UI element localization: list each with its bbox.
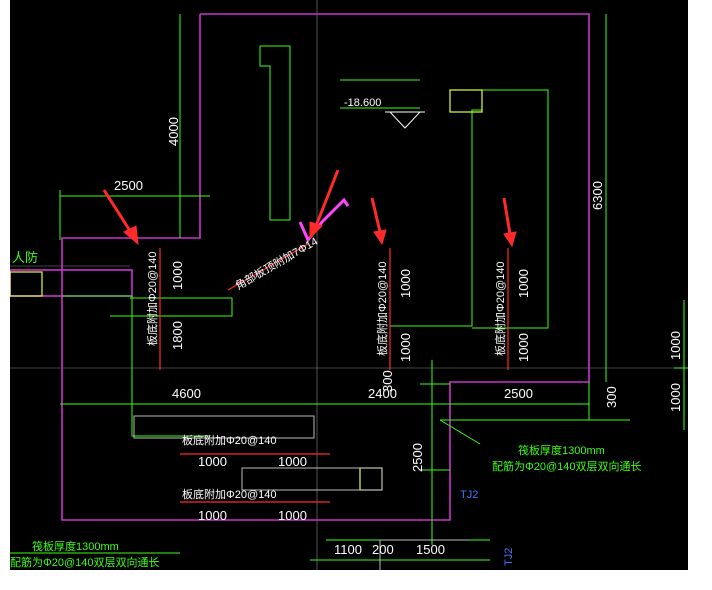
dim-300-a: 300 [380, 370, 395, 392]
dim-200: 200 [372, 542, 394, 557]
dimension-lines [10, 14, 688, 561]
dim-1000-a: 1000 [170, 261, 185, 290]
rebar-note-low-1: 板底附加Φ20@140 [182, 433, 277, 447]
dim-2500-mid: 2500 [504, 386, 533, 401]
dim-1000-low-d: 1000 [278, 508, 307, 523]
section-lines [159, 243, 509, 503]
dim-300-b: 300 [604, 386, 619, 408]
dim-1000-b: 1000 [398, 269, 413, 298]
dim-1000-d: 1000 [516, 269, 531, 298]
elevation-mark: -18.600 [344, 97, 381, 109]
raft-reinforcement-left: 配筋为Φ20@140双层双向通长 [10, 555, 160, 569]
magenta-check-stroke [298, 197, 350, 243]
dim-1000-low-c: 1000 [198, 508, 227, 523]
tag-tj2-a: TJ2 [460, 489, 478, 501]
raft-thickness-right: 筏板厚度1300mm [518, 443, 605, 457]
dim-4000: 4000 [166, 117, 181, 146]
lower-boxes [133, 415, 470, 570]
civil-defense-label: 人防 [12, 250, 38, 265]
red-pointer-arrow-icon [102, 169, 517, 248]
dim-1000-c: 1000 [398, 333, 413, 362]
dim-4600: 4600 [172, 386, 201, 401]
dim-1000-right-a: 1000 [668, 331, 683, 360]
rebar-note-left: 板底附加Φ20@140 [145, 251, 159, 346]
rebar-note-right: 板底附加Φ20@140 [493, 261, 507, 356]
dim-2400: 2400 [368, 386, 397, 401]
raft-thickness-left: 筏板厚度1300mm [32, 539, 119, 553]
raft-reinforcement-right: 配筋为Φ20@140双层双向通长 [492, 459, 642, 473]
dim-1100: 1100 [334, 542, 362, 557]
dim-2500-vert: 2500 [410, 443, 425, 472]
cad-drawing: -18.600 人防 2500 4000 6300 1000 1800 1000… [10, 0, 688, 570]
level-triangle-icon [388, 111, 422, 129]
dim-1000-low-b: 1000 [278, 454, 307, 469]
dim-1000-right-b: 1000 [668, 383, 683, 412]
tag-tj2-b: TJ2 [503, 548, 515, 566]
rebar-note-mid: 板底附加Φ20@140 [375, 261, 389, 356]
cad-viewport[interactable]: -18.600 人防 2500 4000 6300 1000 1800 1000… [10, 0, 688, 570]
dim-1800: 1800 [170, 321, 185, 350]
axis-lines [10, 0, 688, 570]
dim-1000-e: 1000 [516, 333, 531, 362]
dim-2500-top: 2500 [114, 178, 143, 193]
dim-1000-low-a: 1000 [198, 454, 227, 469]
dim-6300: 6300 [590, 181, 605, 210]
dim-1500: 1500 [416, 542, 445, 557]
rebar-note-corner: 角部板顶附加7Φ14 [233, 234, 321, 293]
rebar-note-low-2: 板底附加Φ20@140 [182, 487, 277, 501]
